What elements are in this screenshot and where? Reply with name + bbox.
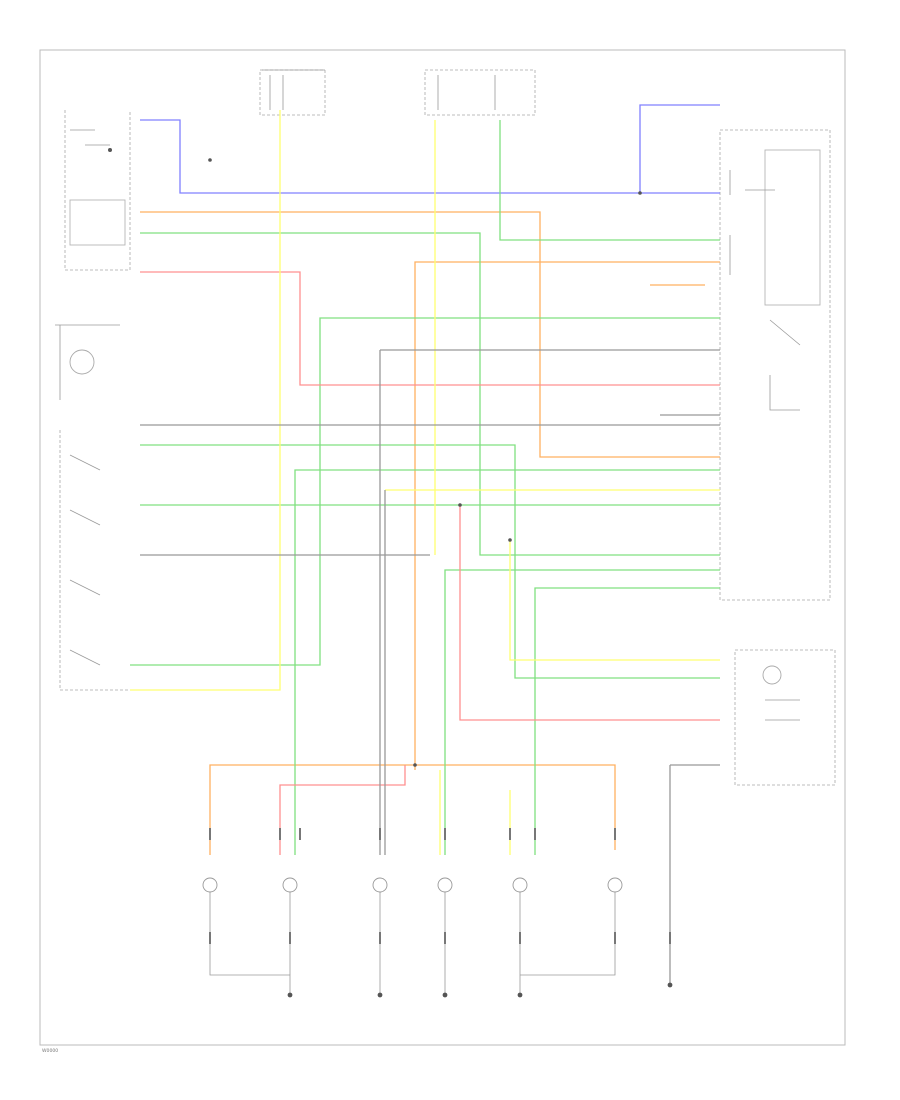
wire-orange-2 bbox=[414, 261, 720, 770]
connector-marks bbox=[209, 828, 671, 944]
fuse-block-right bbox=[424, 69, 536, 116]
fuse-block-left bbox=[259, 69, 326, 116]
wire-red-2 bbox=[459, 505, 720, 721]
left-front-turn-lamp bbox=[202, 877, 291, 995]
hazard-warning-relay bbox=[55, 324, 120, 400]
splice-points bbox=[208, 158, 642, 767]
wire-green-2 bbox=[140, 444, 720, 679]
gauge-assembly bbox=[734, 649, 836, 786]
wire-blue-left bbox=[140, 119, 640, 194]
lamp-row bbox=[202, 877, 623, 995]
wire-red-3 bbox=[279, 765, 406, 855]
wire-green-4 bbox=[130, 317, 720, 666]
wire-blue-right bbox=[639, 104, 720, 193]
wire-red-1 bbox=[140, 271, 720, 386]
diagram-frame bbox=[39, 49, 846, 1046]
wire-yellow-2 bbox=[509, 540, 720, 661]
turn-signal-control-unit bbox=[719, 129, 831, 601]
right-front-turn-lamp bbox=[520, 877, 623, 976]
wire-green-5 bbox=[294, 469, 720, 855]
wire-layer bbox=[130, 104, 720, 985]
wire-yellow-1 bbox=[130, 110, 281, 691]
headlight-switch-assembly bbox=[64, 110, 131, 271]
wire-orange-1 bbox=[140, 211, 720, 458]
left-front-side-marker-lamp bbox=[282, 877, 298, 975]
hazard-turn-signal-switch bbox=[59, 430, 130, 691]
wire-green-7 bbox=[534, 587, 720, 855]
wire-green-6 bbox=[444, 569, 720, 855]
footer-code: W0000 bbox=[42, 1048, 58, 1054]
ground-points bbox=[287, 982, 673, 998]
wire-orange-3 bbox=[209, 764, 616, 855]
wire-green-1 bbox=[140, 232, 720, 556]
